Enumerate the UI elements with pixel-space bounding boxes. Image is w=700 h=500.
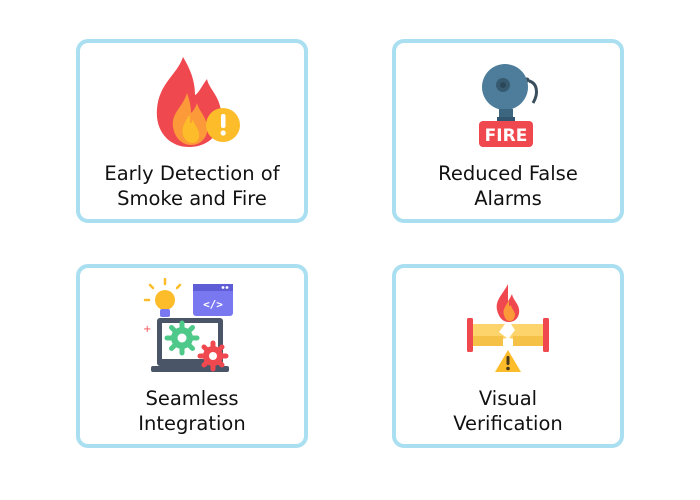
feature-label: Visual Verification — [453, 387, 563, 435]
feature-card-early-detection: Early Detection of Smoke and Fire — [76, 39, 308, 223]
fire-alarm-bell-icon: FIRE — [479, 64, 538, 147]
broken-pipe-fire-icon — [467, 284, 549, 372]
feature-label: Seamless Integration — [138, 387, 246, 435]
feature-card-reduced-false-alarms: FIRE Reduced False Alarms — [392, 39, 624, 223]
feature-card-visual-verification: Visual Verification — [392, 264, 624, 448]
feature-card-seamless-integration: </> + Seamless Integration — [76, 264, 308, 448]
fire-warning-icon — [156, 57, 240, 147]
fire-sign-text: FIRE — [485, 126, 528, 146]
feature-label: Reduced False Alarms — [438, 162, 578, 210]
svg-text:+: + — [143, 324, 151, 335]
code-symbol-text: </> — [203, 298, 223, 311]
integration-icon: </> + — [143, 278, 233, 372]
feature-label: Early Detection of Smoke and Fire — [104, 162, 280, 210]
